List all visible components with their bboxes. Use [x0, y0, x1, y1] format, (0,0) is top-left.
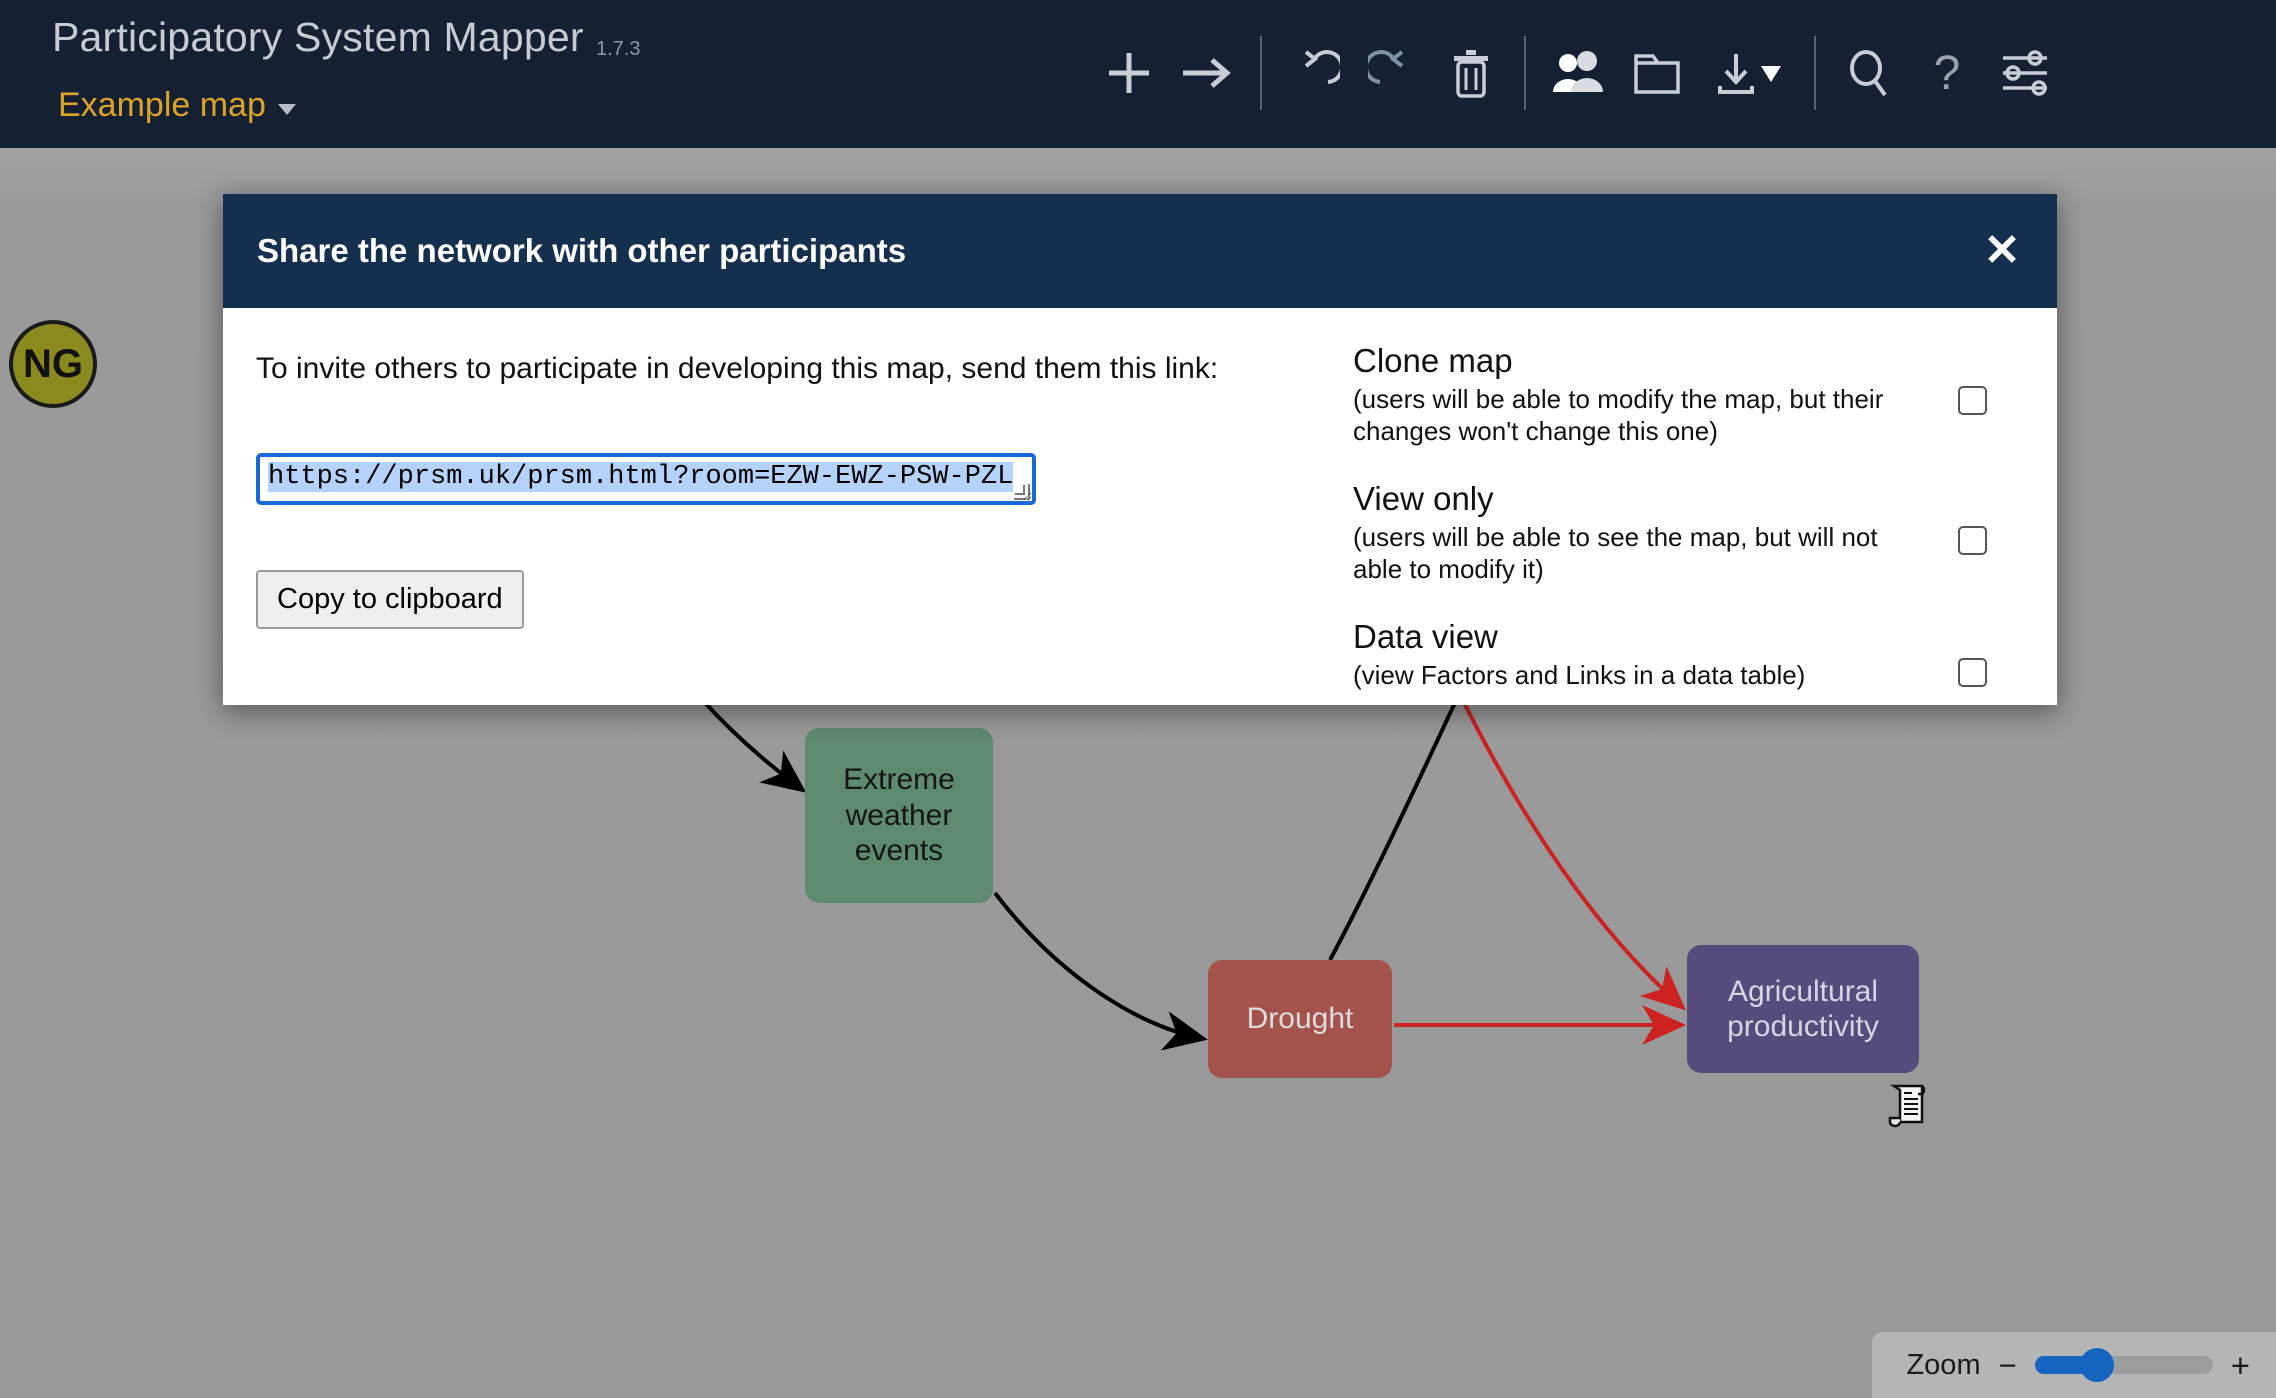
option-description: (view Factors and Links in a data table)	[1353, 659, 1806, 690]
map-node-extreme-weather-events[interactable]: Extreme weather events	[805, 728, 993, 903]
zoom-slider-thumb[interactable]	[2079, 1348, 2114, 1382]
search-icon[interactable]	[1830, 33, 1908, 113]
open-folder-icon[interactable]	[1618, 33, 1696, 113]
share-link-value: https://prsm.uk/prsm.html?room=EZW-EWZ-P…	[268, 462, 1014, 492]
map-name-dropdown[interactable]: Example map	[58, 86, 296, 125]
option-description: (users will be able to modify the map, b…	[1353, 383, 1884, 447]
toolbar: ?	[1090, 28, 2064, 118]
share-option-view-only: View only (users will be able to see the…	[1323, 480, 2017, 586]
zoom-control[interactable]: Zoom − +	[1872, 1332, 2276, 1398]
top-bar: Participatory System Mapper 1.7.3 Exampl…	[0, 0, 2276, 148]
share-people-icon[interactable]	[1540, 33, 1618, 113]
share-link-input[interactable]: https://prsm.uk/prsm.html?room=EZW-EWZ-P…	[256, 453, 1036, 505]
close-icon[interactable]: ✕	[1983, 226, 2021, 275]
option-description: (users will be able to see the map, but …	[1353, 521, 1878, 585]
clone-map-checkbox[interactable]	[1957, 386, 1987, 415]
share-dialog-header: Share the network with other participant…	[223, 194, 2057, 308]
download-icon[interactable]	[1696, 33, 1800, 113]
map-node-drought[interactable]: Drought	[1208, 960, 1392, 1078]
scroll-note-icon[interactable]	[1886, 1078, 1932, 1130]
share-option-clone-map: Clone map (users will be able to modify …	[1323, 342, 2017, 448]
zoom-slider[interactable]	[2034, 1348, 2213, 1382]
toolbar-divider	[1524, 36, 1526, 110]
textarea-resize-handle[interactable]	[1014, 484, 1030, 500]
invite-instruction: To invite others to participate in devel…	[256, 352, 1219, 385]
option-title: Clone map	[1353, 342, 1513, 379]
zoom-label: Zoom	[1906, 1348, 1981, 1381]
copy-to-clipboard-button[interactable]: Copy to clipboard	[256, 570, 524, 629]
redo-icon[interactable]	[1354, 33, 1432, 113]
add-factor-icon[interactable]	[1090, 33, 1168, 113]
help-icon[interactable]: ?	[1908, 33, 1986, 113]
add-link-icon[interactable]	[1168, 33, 1246, 113]
undo-icon[interactable]	[1276, 33, 1354, 113]
trash-icon[interactable]	[1432, 33, 1510, 113]
avatar[interactable]: NG	[9, 320, 97, 408]
toolbar-divider	[1260, 36, 1262, 110]
share-option-data-view: Data view (view Factors and Links in a d…	[1323, 618, 2017, 691]
option-title: Data view	[1353, 617, 1498, 655]
map-name-label: Example map	[58, 86, 266, 124]
app-version: 1.7.3	[596, 38, 641, 60]
share-options-section: Clone map (users will be able to modify …	[1323, 308, 2057, 705]
share-dialog-body: To invite others to participate in devel…	[223, 308, 2057, 705]
view-only-checkbox[interactable]	[1957, 525, 1987, 555]
toolbar-divider	[1814, 36, 1816, 110]
zoom-in-button[interactable]: +	[2230, 1346, 2250, 1384]
page-title: Participatory System Mapper	[52, 14, 584, 60]
share-link-section: To invite others to participate in devel…	[223, 308, 1323, 705]
settings-sliders-icon[interactable]	[1986, 33, 2064, 113]
data-view-checkbox[interactable]	[1957, 657, 1987, 687]
option-title: View only	[1353, 479, 1494, 517]
map-node-agricultural-productivity[interactable]: Agricultural productivity	[1687, 945, 1919, 1073]
share-dialog: Share the network with other participant…	[223, 194, 2057, 705]
share-dialog-title: Share the network with other participant…	[257, 232, 907, 269]
svg-text:?: ?	[1934, 47, 1961, 99]
zoom-out-button[interactable]: −	[1998, 1347, 2017, 1383]
chevron-down-icon	[277, 104, 296, 115]
